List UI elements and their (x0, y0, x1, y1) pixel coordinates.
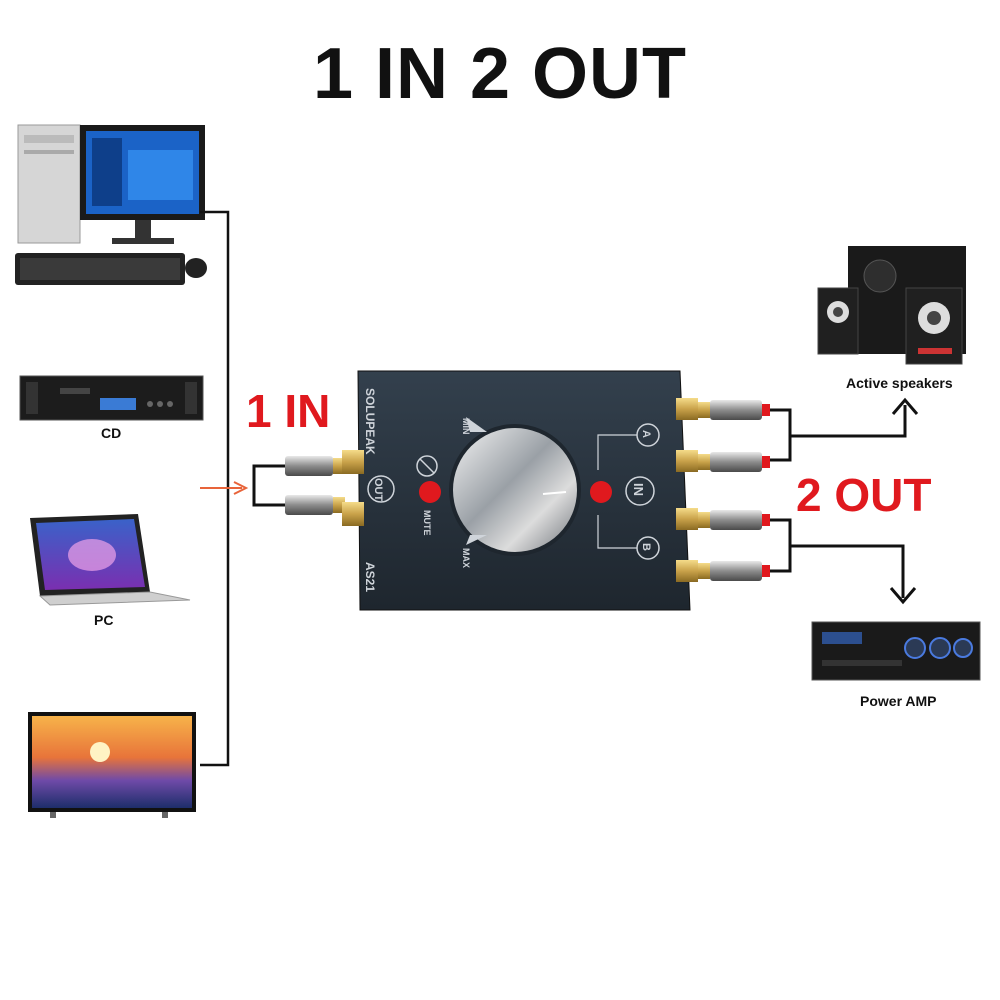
amplifier-label: Power AMP (860, 693, 937, 709)
desktop-computer-icon (15, 124, 207, 285)
min-label: MIN (461, 418, 471, 435)
mute-icon (416, 455, 438, 477)
output-b-rca-cables (698, 510, 917, 605)
cd-player-icon (19, 375, 204, 421)
max-label: MAX (461, 548, 471, 568)
speakers-label: Active speakers (846, 375, 953, 391)
mute-label: MUTE (422, 510, 432, 536)
input-arrow (200, 481, 249, 495)
laptop-icon (30, 514, 191, 606)
television-icon (28, 712, 196, 818)
page-title: 1 IN 2 OUT (312, 34, 688, 114)
input-count-label: 1 IN (246, 385, 331, 437)
input-rca-cables (252, 456, 345, 515)
cd-label: CD (101, 425, 122, 441)
model-label: AS21 (363, 562, 377, 592)
in-label: IN (631, 483, 646, 496)
pc-label: PC (94, 612, 114, 628)
output-a-rca-cables (698, 397, 919, 472)
amplifier-icon (811, 621, 981, 681)
out-label: OUT (372, 478, 384, 502)
brand-label: SOLUPEAK (363, 388, 377, 455)
port-a-label: A (640, 430, 652, 438)
device-labels: SOLUPEAK AS21 OUT IN MUTE MIN MAX A B (363, 388, 652, 592)
mute-button (419, 481, 441, 503)
volume-knob (453, 428, 577, 552)
switch-device (342, 370, 698, 611)
speakers-icon (817, 246, 966, 365)
select-button (590, 481, 612, 503)
port-b-label: B (640, 543, 652, 551)
output-count-label: 2 OUT (796, 469, 932, 521)
